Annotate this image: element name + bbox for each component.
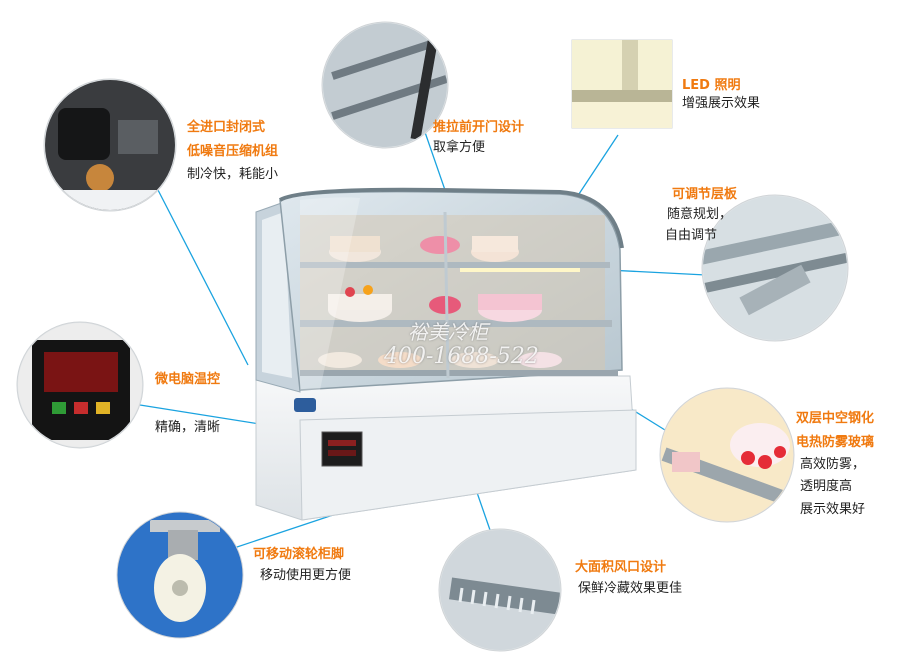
brand-watermark: 裕美冷柜 xyxy=(408,320,488,344)
caster-desc: 移动使用更方便 xyxy=(260,568,352,583)
led-title: LED 照明 xyxy=(682,78,741,93)
compressor-desc: 制冷快，耗能小 xyxy=(187,167,279,182)
sliding-door-photo xyxy=(321,21,449,149)
glass-desc-line3: 展示效果好 xyxy=(800,502,866,517)
glass-title-line1: 双层中空钢化 xyxy=(796,411,875,426)
thermostat-desc: 精确，清晰 xyxy=(155,420,221,435)
display-cabinet xyxy=(255,187,637,521)
thermostat-title: 微电脑温控 xyxy=(155,372,221,387)
led-desc: 增强展示效果 xyxy=(682,96,761,111)
vent-desc: 保鲜冷藏效果更佳 xyxy=(578,581,683,596)
vent-title: 大面积风口设计 xyxy=(575,560,667,575)
shelf-title: 可调节层板 xyxy=(672,187,738,202)
vent-photo xyxy=(438,528,562,652)
sliding-door-title: 推拉前开门设计 xyxy=(433,120,525,135)
glass-photo xyxy=(659,387,795,523)
compressor-title-line1: 全进口封闭式 xyxy=(187,120,266,135)
phone-watermark: 400-1688-522 xyxy=(384,344,539,369)
control-panel xyxy=(321,431,363,467)
caster-title: 可移动滚轮柜脚 xyxy=(253,547,345,562)
shelf-desc-line2: 自由调节 xyxy=(665,228,718,243)
shelf-desc-line1: 随意规划， xyxy=(667,207,733,222)
sliding-door-desc: 取拿方便 xyxy=(433,140,486,155)
caster-photo xyxy=(116,511,244,639)
glass-desc-line2: 透明度高 xyxy=(800,479,853,494)
glass-title-line2: 电热防雾玻璃 xyxy=(796,435,875,450)
brand-logo xyxy=(294,398,316,412)
compressor-title-line2: 低噪音压缩机组 xyxy=(187,144,279,159)
glass-desc-line1: 高效防雾， xyxy=(800,457,866,472)
led-photo xyxy=(571,39,673,129)
thermostat-photo xyxy=(16,321,144,449)
shelf-photo xyxy=(701,194,849,342)
